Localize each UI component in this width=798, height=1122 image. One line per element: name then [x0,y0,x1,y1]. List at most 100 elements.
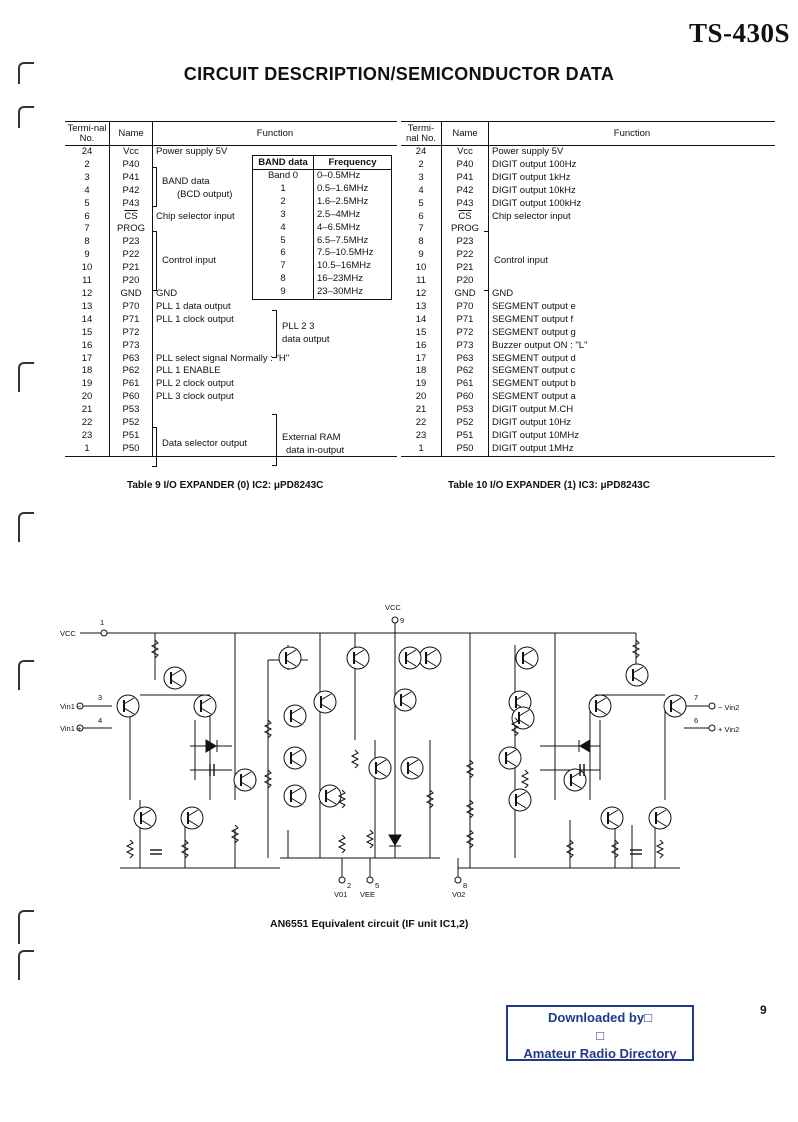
vcc1-label: VCC [60,629,76,638]
col-name: Name [109,121,153,146]
vcc9-label: VCC [385,603,401,612]
transistor-symbol [588,694,612,718]
name-cell: P61 [441,378,489,392]
transistor-leads [405,649,417,667]
download-stamp[interactable]: Downloaded by□ □ Amateur Radio Directory [506,1005,694,1061]
pin9-number: 9 [400,616,404,625]
name-cell: P42 [441,184,489,198]
name-cell: P23 [441,236,489,250]
ext-ram-sub-label: data in-output [286,445,345,456]
brace [484,231,489,291]
name-cell: PROG [441,223,489,237]
terminal-cell: 4 [65,184,110,198]
table9-caption: Table 9 I/O EXPANDER (0) IC2: μPD8243C [127,480,324,491]
terminal-cell: 5 [65,197,110,211]
brace [152,427,157,467]
name-cell: P71 [441,313,489,327]
pll23-sub-label: data output [282,334,330,345]
resistor-symbol [263,769,273,789]
resistor-symbol [425,789,435,809]
band-data-label: BAND data [162,176,210,187]
transistor-leads [170,669,182,687]
an6551-schematic: 1 VCC 3 Vin1 − 4 Vin1 + VCC 9 7 − Vin2 6… [60,603,739,899]
name-cell: P60 [441,391,489,405]
transistor-symbol [278,646,302,670]
function-cell: PLL 3 clock output [156,391,234,403]
terminal-cell: 11 [401,275,442,288]
function-cell: PLL 1 ENABLE [156,365,221,377]
name-cell: P53 [109,404,153,418]
terminal-cell: 21 [65,404,110,418]
resistor-symbol [263,719,273,739]
terminal-cell: 23 [401,429,442,443]
download-line-2: □ [596,1028,604,1043]
frequency-cell: 6.5–7.5MHz [317,234,369,246]
name-cell: P21 [109,262,153,276]
pin7-number: 7 [694,693,698,702]
terminal-cell: 12 [65,287,110,301]
transistor-leads [325,787,337,805]
frequency-cell: 0–0.5MHz [317,170,361,181]
vin1-plus-label: Vin1 + [60,724,82,733]
terminal-cell: 20 [65,391,110,405]
function-cell [489,275,776,288]
function-cell: GND [492,287,514,299]
transistor-symbol [283,704,307,728]
function-cell: DIGIT output 1kHz [492,171,571,183]
terminal-cell: 10 [65,262,110,276]
name-cell: P72 [441,326,489,340]
transistor-symbol [498,746,522,770]
name-cell: P43 [441,197,489,211]
transistor-leads [320,693,332,711]
pin4-number: 4 [98,716,102,725]
terminal-cell: 9 [401,249,442,263]
resistor-symbol [610,839,620,859]
function-cell: DIGIT output 100kHz [492,197,582,209]
resistor-symbol [365,829,375,849]
transistor-leads [655,809,667,827]
vin2-plus-label: + Vin2 [718,725,739,734]
brace [272,414,277,466]
function-cell: SEGMENT output f [492,313,574,325]
function-cell: GND [156,287,178,299]
terminal-cell: 14 [401,313,442,327]
band-col-header: BAND data [253,156,314,170]
transistor-symbol [398,646,422,670]
function-cell [489,223,776,236]
transistor-leads [607,809,619,827]
resistor-symbol [337,834,347,854]
terminal-cell: 14 [65,313,110,327]
name-cell: P51 [109,429,153,443]
name-cell: P40 [109,158,153,172]
band-cell: 1 [253,182,314,196]
transistor-symbol [193,694,217,718]
transistor-symbol [133,806,157,830]
binding-mark [18,62,34,84]
name-cell: P22 [441,249,489,263]
terminal-cell: 23 [65,429,110,443]
resistor-symbol [150,639,160,659]
name-cell: P43 [109,197,153,211]
terminal-cell: 19 [401,378,442,392]
transistor-symbol [180,806,204,830]
pin3-number: 3 [98,693,102,702]
terminal-cell: 2 [65,158,110,172]
terminal-cell: 8 [401,236,442,250]
resistor-symbol [125,839,135,859]
transistor-leads [518,709,530,727]
